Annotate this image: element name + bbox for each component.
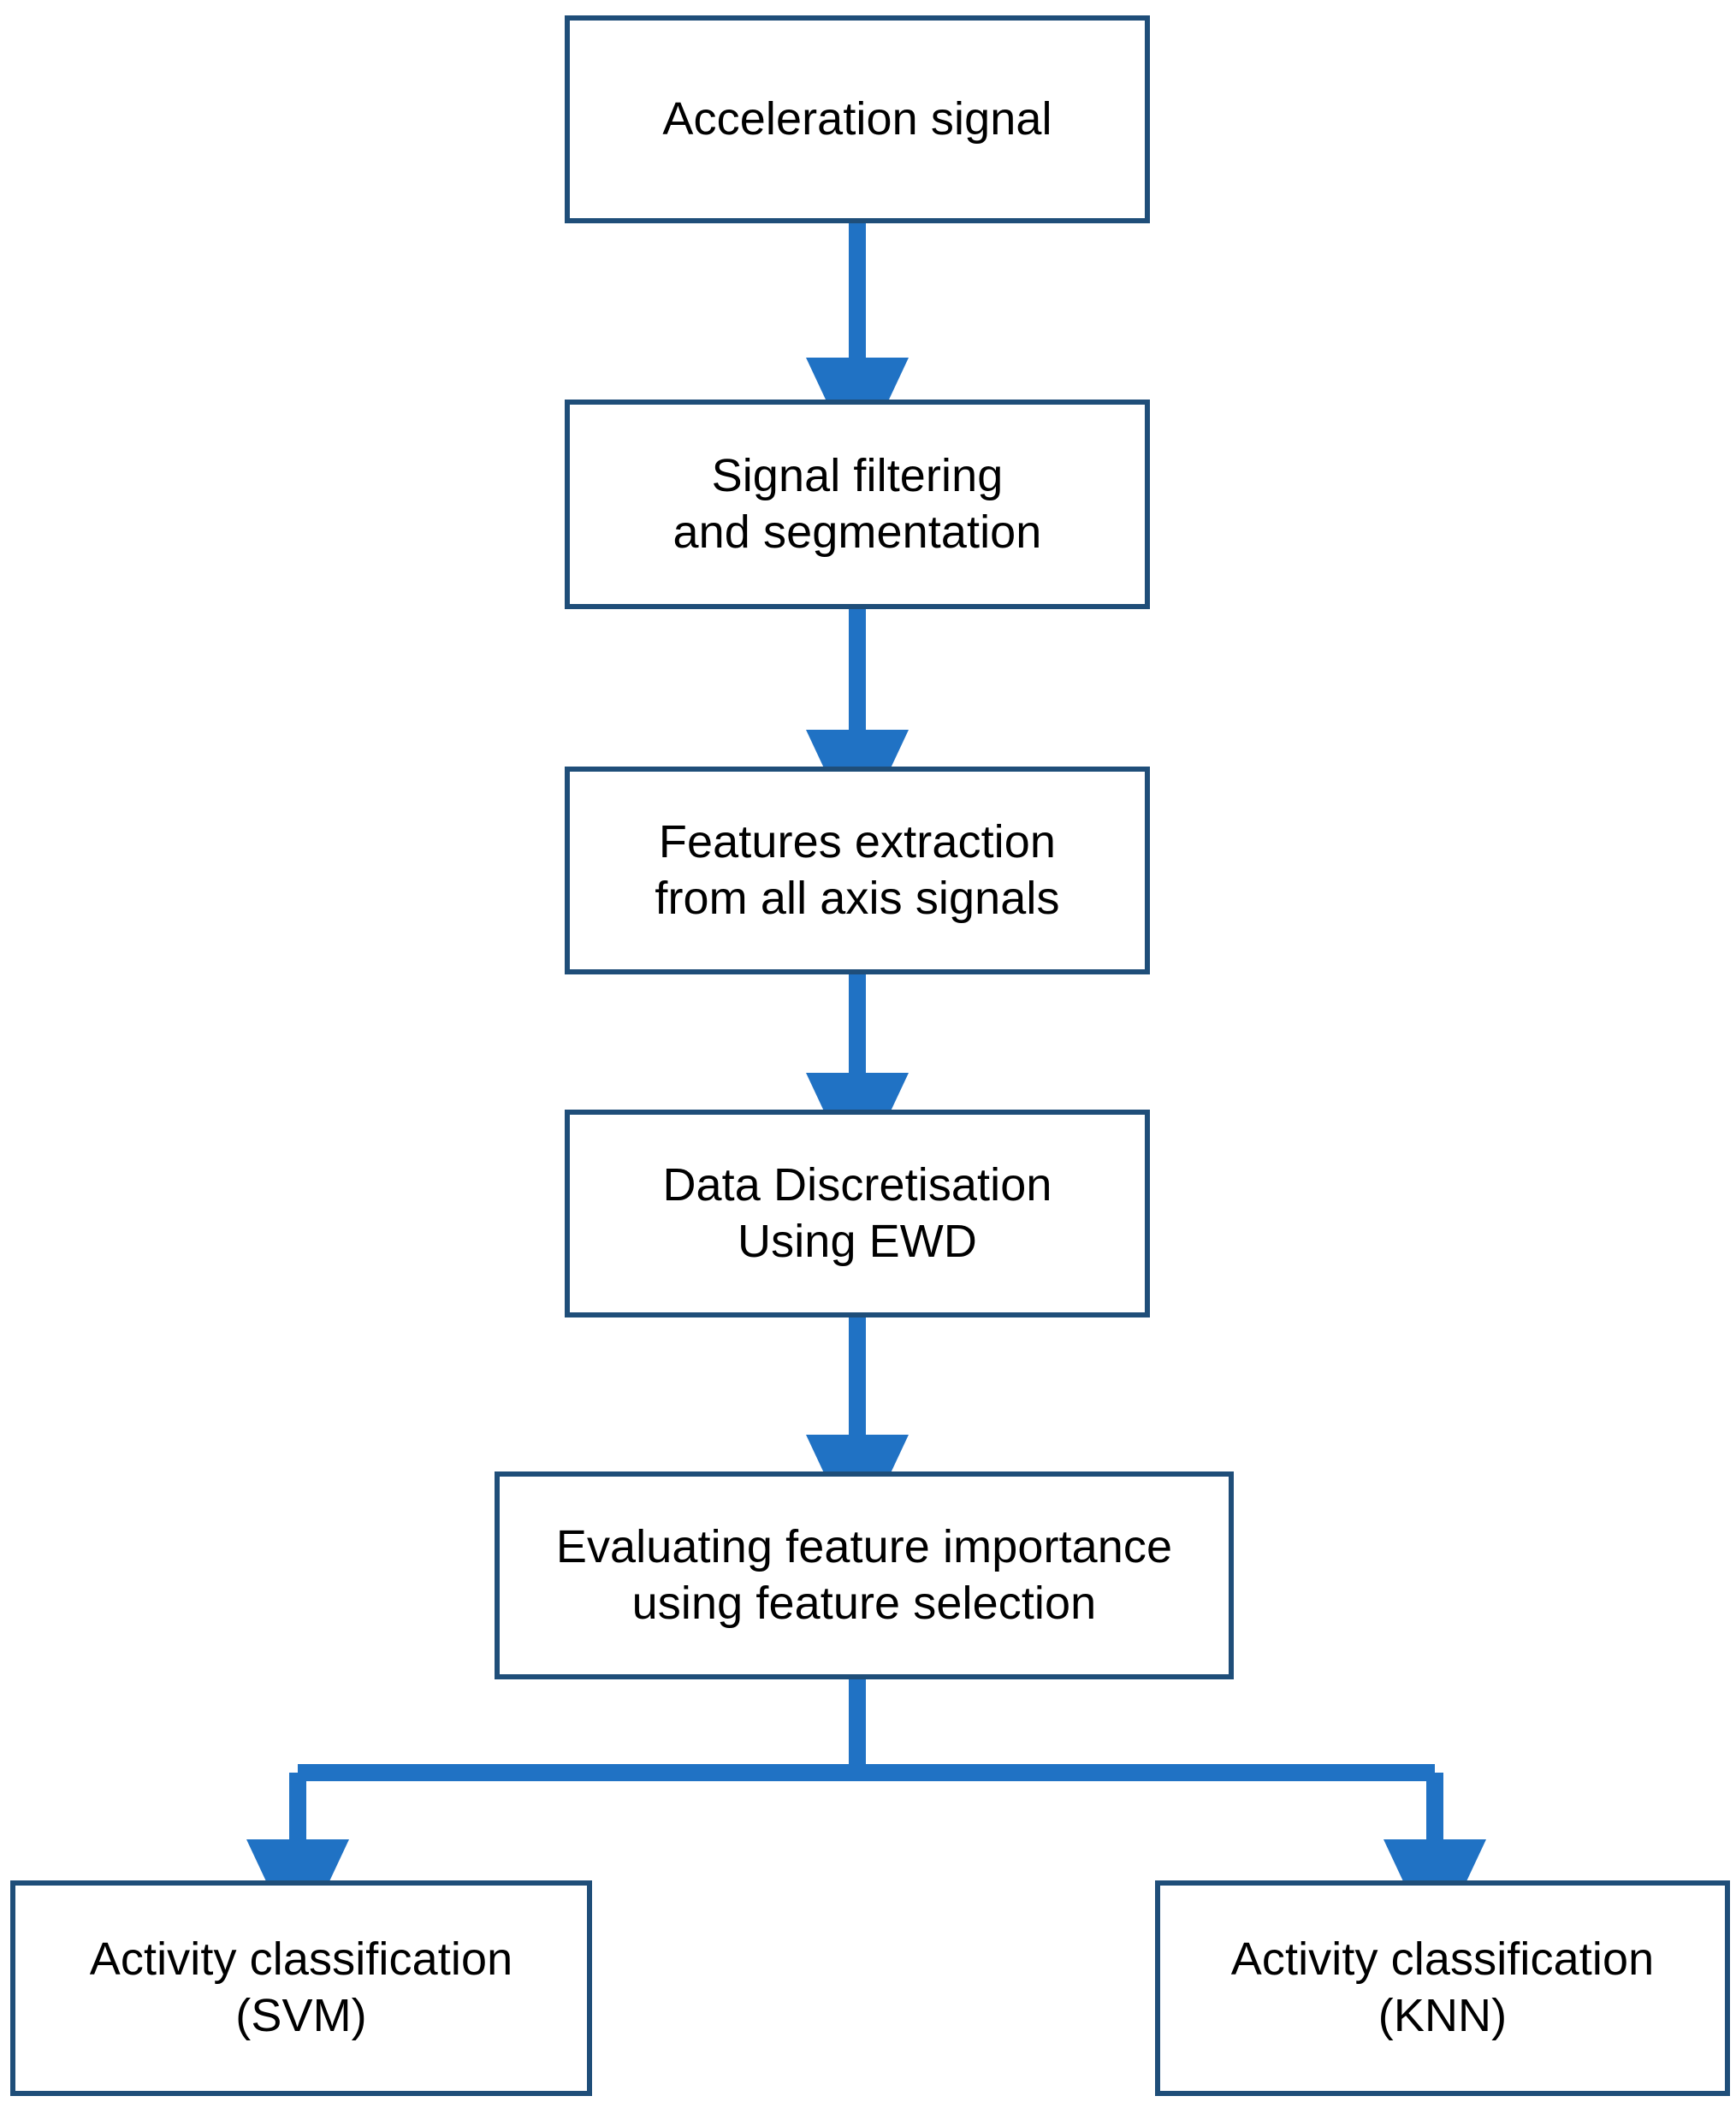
node-activity-classification-svm[interactable]: Activity classification (SVM) xyxy=(10,1880,592,2096)
node-activity-classification-knn[interactable]: Activity classification (KNN) xyxy=(1155,1880,1730,2096)
node-label-evaluating-feature-importance: Evaluating feature importance using feat… xyxy=(555,1520,1173,1629)
node-label-activity-classification-knn: Activity classification (KNN) xyxy=(1230,1933,1655,2041)
node-label-acceleration-signal: Acceleration signal xyxy=(662,92,1052,145)
arrow-branch-bus xyxy=(298,1679,1435,1781)
node-signal-filtering-and-segmentation[interactable]: Signal filtering and segmentation xyxy=(565,400,1150,609)
node-features-extraction[interactable]: Features extraction from all axis signal… xyxy=(565,767,1150,974)
node-label-signal-filtering-and-segmentation: Signal filtering and segmentation xyxy=(672,449,1042,558)
node-data-discretisation[interactable]: Data Discretisation Using EWD xyxy=(565,1110,1150,1317)
node-evaluating-feature-importance[interactable]: Evaluating feature importance using feat… xyxy=(495,1471,1234,1679)
node-acceleration-signal[interactable]: Acceleration signal xyxy=(565,15,1150,223)
node-label-data-discretisation: Data Discretisation Using EWD xyxy=(662,1158,1052,1267)
node-label-features-extraction: Features extraction from all axis signal… xyxy=(655,815,1060,924)
node-label-activity-classification-svm: Activity classification (SVM) xyxy=(89,1933,513,2041)
